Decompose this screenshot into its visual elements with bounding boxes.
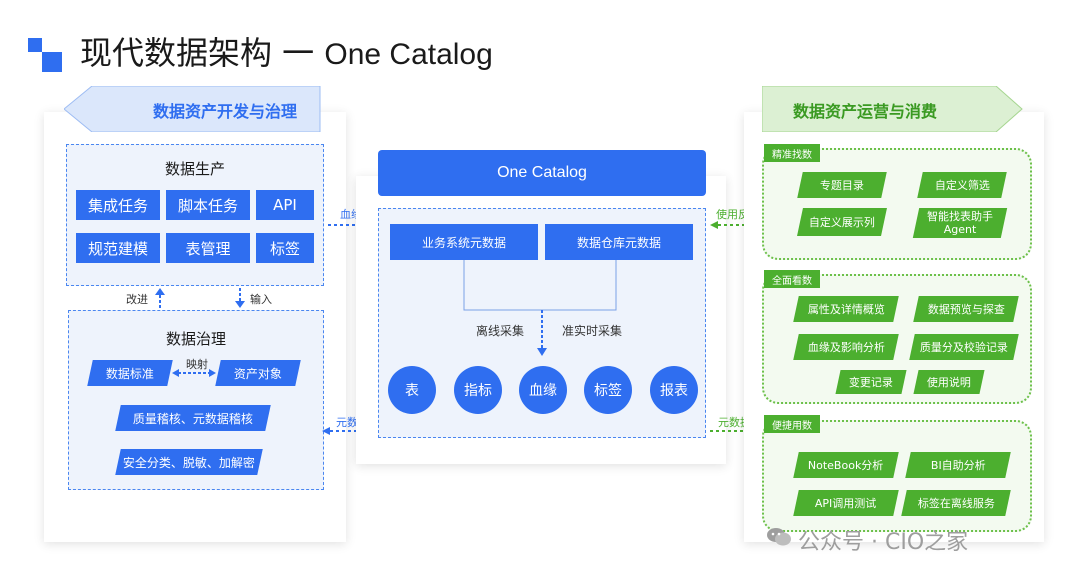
offline-label: 离线采集	[476, 324, 525, 338]
smart-agent: 智能找表助手 Agent	[912, 208, 1008, 238]
biz-meta: 业务系统元数据	[390, 224, 538, 260]
custom-columns: 自定义展示列	[797, 208, 887, 236]
modeling: 规范建模	[76, 233, 160, 263]
title-zh: 现代数据架构 一	[80, 34, 315, 72]
asset-object: 资产对象	[215, 360, 301, 386]
collect-connector	[463, 260, 617, 356]
security: 安全分类、脱敏、加解密	[115, 449, 263, 475]
tag-mgmt: 标签	[256, 233, 314, 263]
governance-title: 数据治理	[165, 330, 226, 348]
lineage-impact: 血缘及影响分析	[793, 334, 899, 360]
circle-lineage: 血缘	[519, 366, 567, 414]
input-label: 输入	[250, 293, 272, 306]
api-task: API	[256, 190, 314, 220]
improve-arrow	[155, 288, 165, 308]
usage-guide: 使用说明	[913, 370, 985, 394]
right-banner-label: 数据资产运营与消费	[792, 102, 937, 121]
script-task: 脚本任务	[166, 190, 250, 220]
feedback-arrow	[710, 221, 758, 229]
title-en: One Catalog	[324, 38, 493, 71]
circle-tag: 标签	[584, 366, 632, 414]
left-banner-shape	[64, 86, 321, 132]
realtime-label: 准实时采集	[562, 324, 623, 338]
production-title: 数据生产	[164, 160, 225, 178]
mapping-label: 映射	[186, 358, 208, 371]
circle-table: 表	[388, 366, 436, 414]
change-log: 变更记录	[835, 370, 907, 394]
precise-find-section	[762, 148, 1032, 260]
full-view-tag: 全面看数	[764, 270, 820, 288]
page-title: 现代数据架构 一 One Catalog	[80, 28, 493, 74]
integration-task: 集成任务	[76, 190, 160, 220]
meta-right-label: 元数据	[718, 416, 751, 429]
quality-audit: 质量稽核、元数据稽核	[115, 405, 271, 431]
mapping-arrow	[172, 369, 216, 377]
data-standard: 数据标准	[87, 360, 173, 386]
circle-metric: 指标	[454, 366, 502, 414]
precise-find-tag: 精准找数	[764, 144, 820, 162]
table-mgmt: 表管理	[166, 233, 250, 263]
dw-meta: 数据仓库元数据	[545, 224, 693, 260]
quality-score: 质量分及校验记录	[909, 334, 1019, 360]
left-banner-label: 数据资产开发与治理	[152, 102, 297, 121]
title-logo-icon	[28, 38, 62, 72]
custom-filter: 自定义筛选	[917, 172, 1007, 198]
attr-overview: 属性及详情概览	[793, 296, 899, 322]
center-header: One Catalog	[378, 150, 706, 196]
topic-catalog: 专题目录	[797, 172, 887, 198]
bi-analysis: BI自助分析	[905, 452, 1011, 478]
input-arrow	[235, 288, 245, 308]
watermark-text: 公众号 · CIO之家	[798, 530, 969, 555]
right-banner-shape	[762, 86, 1023, 132]
data-preview: 数据预览与探查	[913, 296, 1019, 322]
tag-service: 标签在离线服务	[901, 490, 1011, 516]
wechat-icon	[767, 528, 791, 546]
circle-report: 报表	[650, 366, 698, 414]
improve-label: 改进	[126, 293, 148, 306]
easy-use-tag: 便捷用数	[764, 415, 820, 433]
notebook-analysis: NoteBook分析	[793, 452, 899, 478]
meta-left-arrow	[322, 427, 370, 435]
api-test: API调用测试	[793, 490, 899, 516]
